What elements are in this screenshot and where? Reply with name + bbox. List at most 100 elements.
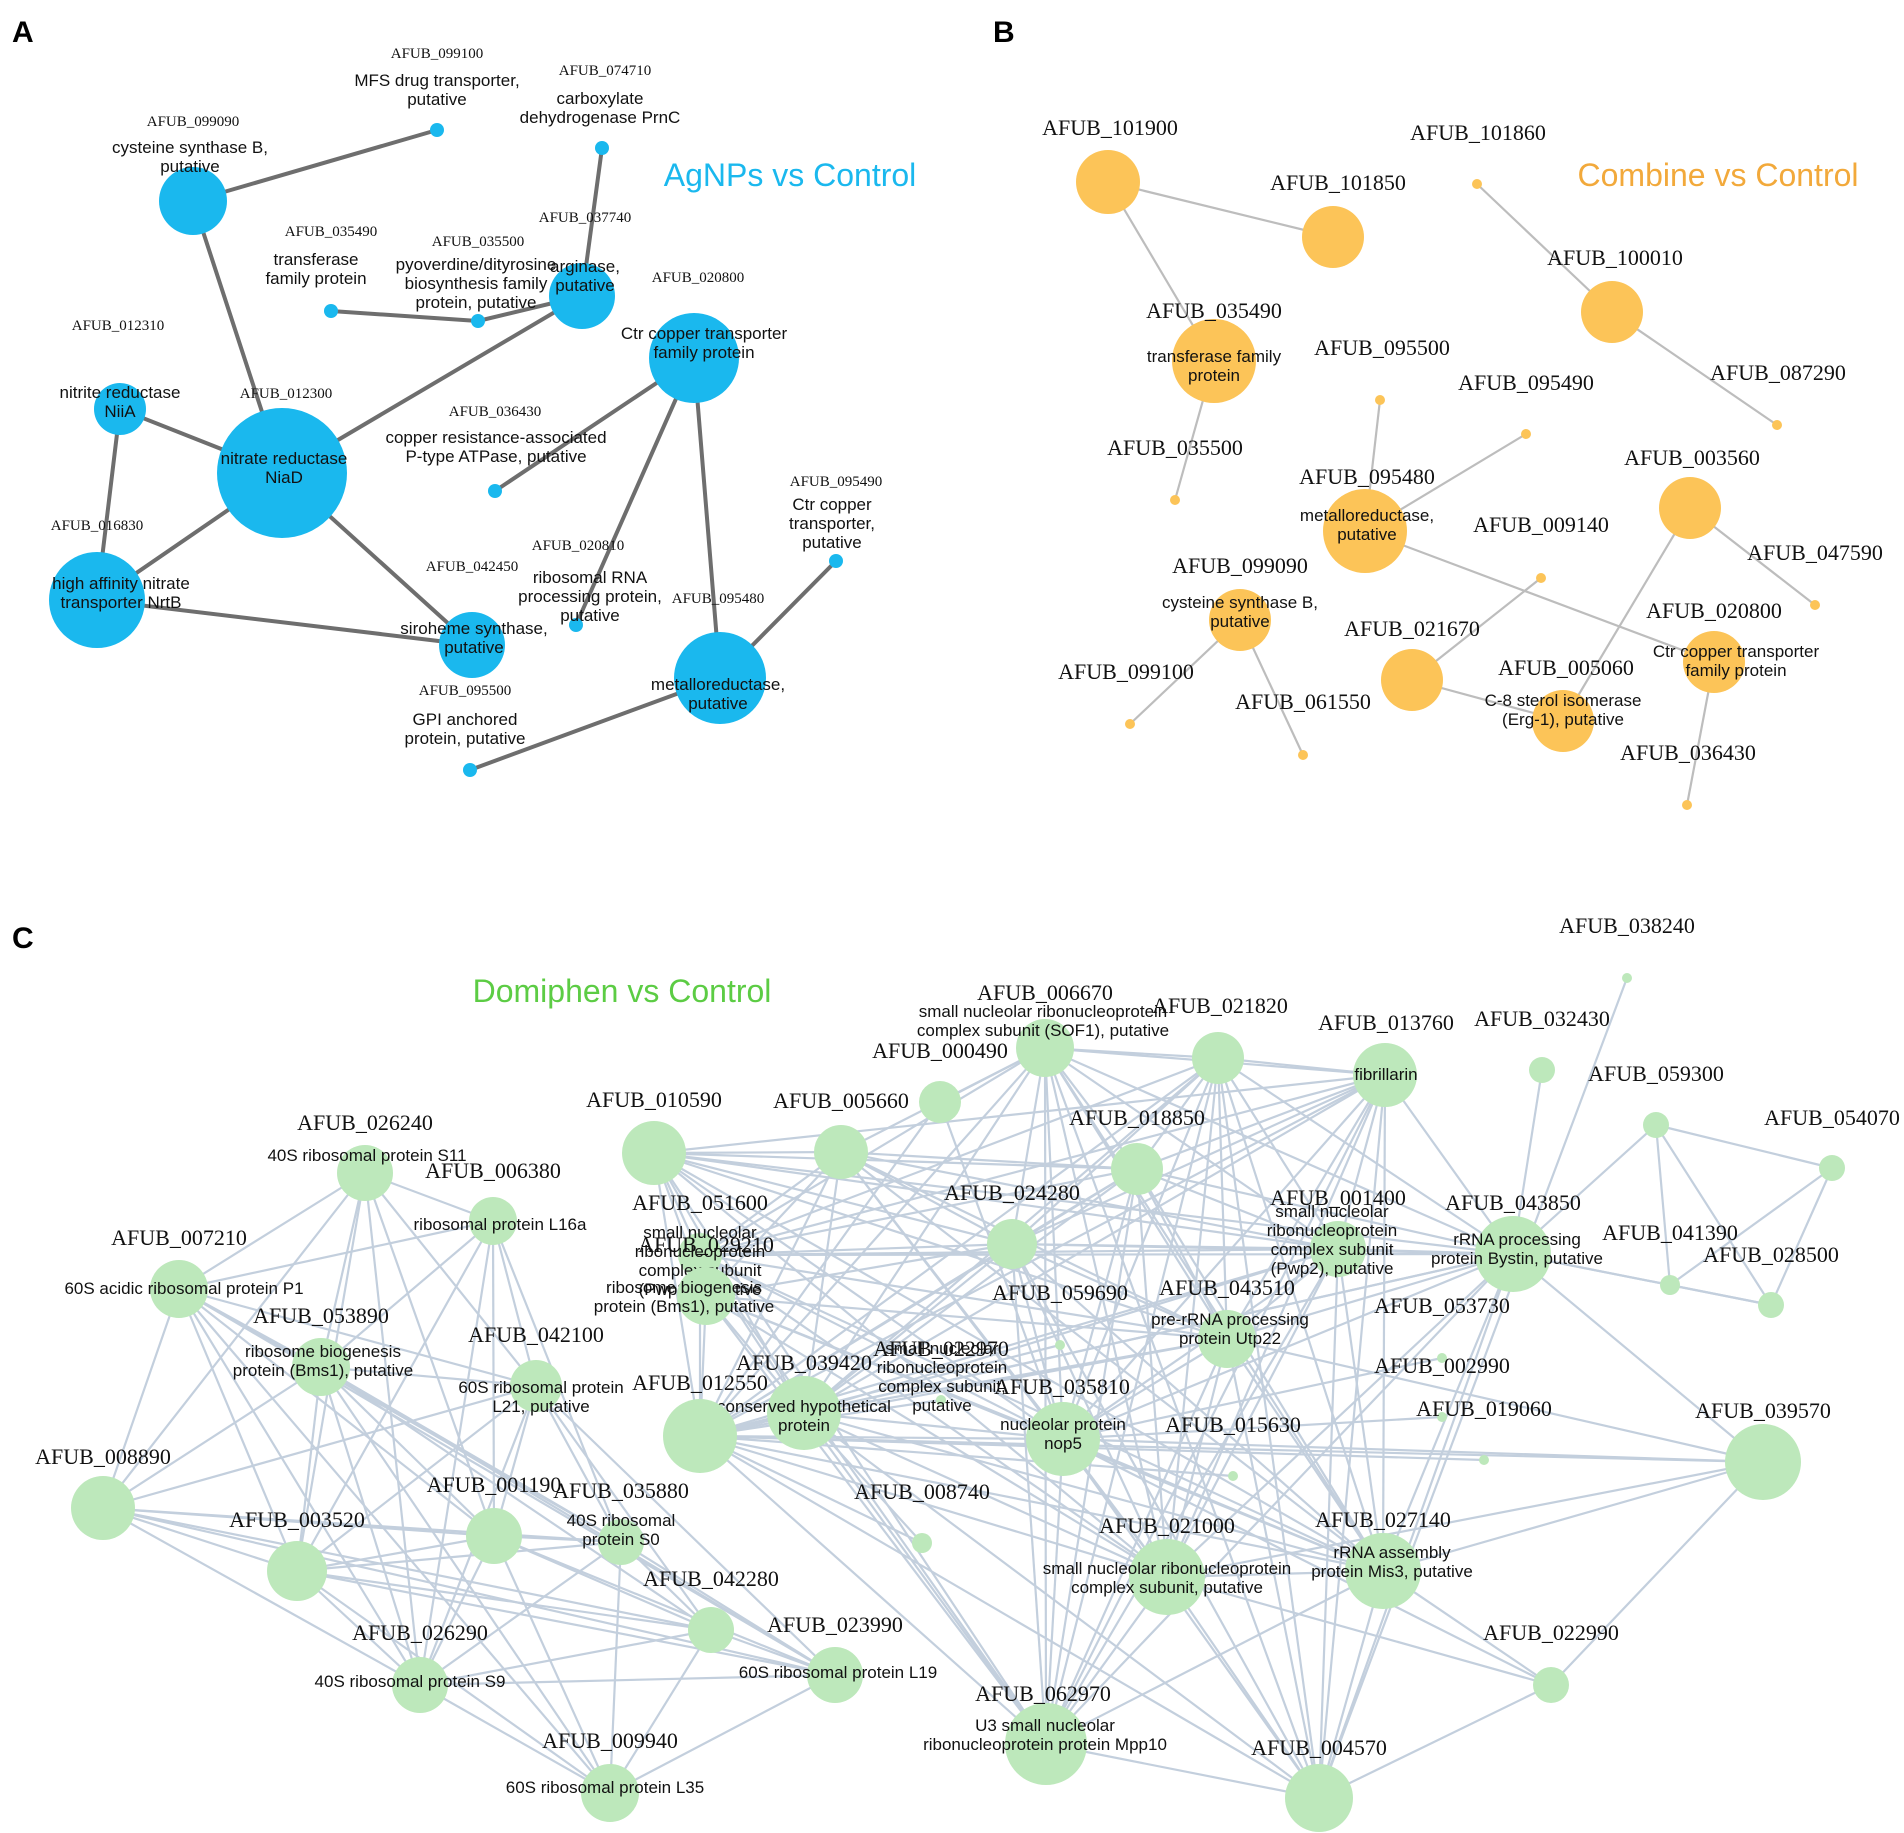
node-circle[interactable] bbox=[1345, 1533, 1421, 1609]
node-circle[interactable] bbox=[936, 1395, 946, 1405]
node-c-afub_008740[interactable]: AFUB_008740 bbox=[854, 1479, 990, 1553]
node-c-afub_018850[interactable]: AFUB_018850 bbox=[1069, 1105, 1205, 1195]
node-circle[interactable] bbox=[1810, 600, 1820, 610]
node-b-afub_101860[interactable]: AFUB_101860 bbox=[1410, 120, 1546, 189]
node-b-afub_047590[interactable]: AFUB_047590 bbox=[1747, 540, 1883, 610]
node-c-afub_004570[interactable]: AFUB_004570 bbox=[1251, 1735, 1387, 1832]
node-circle[interactable] bbox=[1437, 1353, 1447, 1363]
node-circle[interactable] bbox=[677, 1267, 735, 1325]
node-b-afub_095490[interactable]: AFUB_095490 bbox=[1458, 370, 1594, 439]
node-circle[interactable] bbox=[912, 1533, 932, 1553]
node-circle[interactable] bbox=[337, 1145, 393, 1201]
node-circle[interactable] bbox=[1111, 1143, 1163, 1195]
node-c-afub_019060[interactable]: AFUB_019060 bbox=[1416, 1396, 1552, 1465]
node-circle[interactable] bbox=[1129, 1539, 1205, 1615]
node-circle[interactable] bbox=[392, 1657, 448, 1713]
node-circle[interactable] bbox=[466, 1508, 522, 1564]
node-circle[interactable] bbox=[1353, 1043, 1417, 1107]
node-circle[interactable] bbox=[71, 1476, 135, 1540]
node-circle[interactable] bbox=[94, 383, 146, 435]
node-c-afub_039570[interactable]: AFUB_039570 bbox=[1695, 1398, 1831, 1500]
node-c-afub_022990[interactable]: AFUB_022990 bbox=[1483, 1620, 1619, 1703]
node-circle[interactable] bbox=[919, 1081, 961, 1123]
node-b-afub_095500[interactable]: AFUB_095500 bbox=[1314, 335, 1450, 405]
node-circle[interactable] bbox=[267, 1541, 327, 1601]
node-circle[interactable] bbox=[150, 1260, 208, 1318]
node-circle[interactable] bbox=[569, 618, 583, 632]
node-circle[interactable] bbox=[663, 1399, 737, 1473]
node-circle[interactable] bbox=[688, 1607, 734, 1653]
node-circle[interactable] bbox=[814, 1125, 868, 1179]
node-c-afub_008890[interactable]: AFUB_008890 bbox=[35, 1444, 171, 1540]
node-b-afub_087290[interactable]: AFUB_087290 bbox=[1710, 360, 1846, 430]
node-circle[interactable] bbox=[1026, 1402, 1100, 1476]
node-circle[interactable] bbox=[1209, 589, 1271, 651]
node-c-afub_005660[interactable]: AFUB_005660 bbox=[773, 1088, 909, 1179]
node-circle[interactable] bbox=[469, 1197, 517, 1245]
node-circle[interactable] bbox=[1005, 1703, 1087, 1785]
node-c-afub_053730[interactable]: AFUB_053730 bbox=[1374, 1293, 1510, 1363]
node-circle[interactable] bbox=[1323, 489, 1407, 573]
node-circle[interactable] bbox=[1682, 800, 1692, 810]
node-circle[interactable] bbox=[217, 408, 347, 538]
node-circle[interactable] bbox=[1170, 495, 1180, 505]
node-circle[interactable] bbox=[1228, 1471, 1238, 1481]
node-b-afub_035500[interactable]: AFUB_035500 bbox=[1107, 435, 1243, 505]
node-b-afub_101850[interactable]: AFUB_101850 bbox=[1270, 170, 1406, 268]
node-circle[interactable] bbox=[1472, 179, 1482, 189]
node-circle[interactable] bbox=[430, 123, 444, 137]
node-c-afub_038240[interactable]: AFUB_038240 bbox=[1559, 913, 1695, 983]
node-circle[interactable] bbox=[1772, 420, 1782, 430]
node-circle[interactable] bbox=[987, 1219, 1037, 1269]
node-circle[interactable] bbox=[1055, 1340, 1065, 1350]
node-a-afub_035500[interactable]: AFUB_035500pyoverdine/dityrosinebiosynth… bbox=[396, 234, 557, 328]
node-b-afub_003560[interactable]: AFUB_003560 bbox=[1624, 445, 1760, 539]
node-c-afub_010590[interactable]: AFUB_010590 bbox=[586, 1087, 722, 1185]
node-circle[interactable] bbox=[649, 313, 739, 403]
node-circle[interactable] bbox=[1381, 649, 1443, 711]
node-circle[interactable] bbox=[829, 554, 843, 568]
node-c-afub_041390[interactable]: AFUB_041390 bbox=[1602, 1220, 1738, 1295]
node-circle[interactable] bbox=[1125, 719, 1135, 729]
node-circle[interactable] bbox=[549, 263, 615, 329]
node-circle[interactable] bbox=[159, 167, 227, 235]
node-circle[interactable] bbox=[463, 763, 477, 777]
node-circle[interactable] bbox=[1479, 1455, 1489, 1465]
node-circle[interactable] bbox=[1285, 1764, 1353, 1832]
node-circle[interactable] bbox=[1521, 429, 1531, 439]
node-circle[interactable] bbox=[1437, 1412, 1447, 1422]
node-b-afub_061550[interactable]: AFUB_061550 bbox=[1235, 689, 1371, 760]
node-c-afub_032430[interactable]: AFUB_032430 bbox=[1474, 1006, 1610, 1083]
node-circle[interactable] bbox=[1016, 1019, 1074, 1077]
node-circle[interactable] bbox=[1533, 1667, 1569, 1703]
node-c-afub_054070[interactable]: AFUB_054070 bbox=[1764, 1105, 1900, 1181]
node-circle[interactable] bbox=[674, 632, 766, 724]
node-circle[interactable] bbox=[1660, 1275, 1680, 1295]
node-c-afub_002990[interactable]: AFUB_002990 bbox=[1374, 1353, 1510, 1422]
node-c-afub_001190[interactable]: AFUB_001190 bbox=[427, 1472, 562, 1564]
